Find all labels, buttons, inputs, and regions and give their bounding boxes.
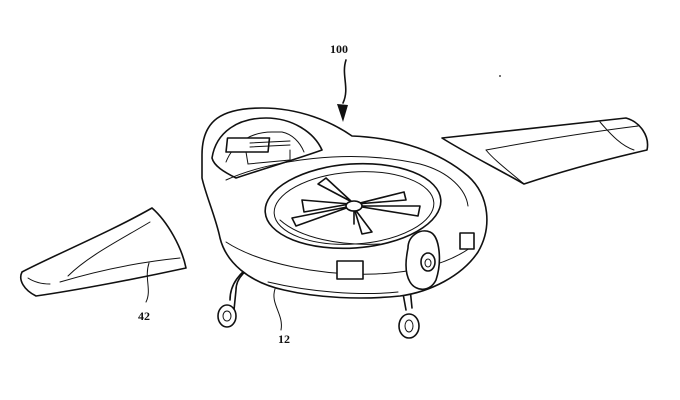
seat-back: [245, 149, 291, 165]
rotor-blade-6: [355, 191, 407, 205]
thruster-pod-nozzle: [420, 252, 436, 272]
rotor-blade-2: [355, 205, 421, 217]
rotor-blade-1: [301, 199, 351, 213]
arrowhead-100: [337, 104, 348, 122]
right-gear-hub: [404, 319, 414, 333]
side-window-front: [336, 260, 364, 280]
reference-arrow-100: [342, 59, 347, 104]
leader-line-12: [273, 288, 282, 331]
label-100: 100: [330, 42, 348, 56]
left-wing-front-edge: [27, 277, 51, 285]
left-landing-gear: [217, 261, 263, 328]
left-wing-outline: [20, 207, 187, 297]
left-gear-hub: [222, 310, 232, 322]
rotor-blade-4: [353, 207, 373, 235]
body-lower-seam: [225, 241, 471, 275]
scan-dot: [499, 75, 501, 77]
left-wing-inner-edge: [59, 257, 181, 283]
label-12: 12: [278, 332, 290, 346]
duct-shadow-line: [279, 219, 381, 245]
right-wing: [441, 117, 649, 185]
seat-slats: [249, 140, 291, 148]
rotor-blade-5: [291, 205, 353, 227]
left-gear-wheel: [217, 304, 237, 328]
right-wing-chord-line: [485, 125, 639, 151]
label-42: 42: [138, 309, 150, 323]
right-wing-tip-fold: [485, 149, 525, 185]
leader-line-42: [145, 262, 150, 303]
rotor-hub: [345, 200, 363, 212]
assembly-reference: 100: [330, 42, 348, 122]
thruster-pod-core: [424, 258, 432, 268]
rotor: [291, 177, 421, 235]
cockpit-seat: [225, 137, 271, 153]
left-wing-fold-line: [67, 221, 151, 277]
right-wing-trailing-line: [599, 121, 635, 151]
right-gear-wheel: [398, 313, 420, 339]
left-wing: [20, 207, 187, 297]
rotor-blade-3: [317, 177, 353, 203]
body-upper-ridge: [225, 156, 469, 207]
body-bottom-seam: [267, 281, 399, 295]
side-window-rear: [459, 232, 475, 250]
thruster-pod: [405, 230, 441, 291]
right-wing-outline: [441, 117, 649, 185]
